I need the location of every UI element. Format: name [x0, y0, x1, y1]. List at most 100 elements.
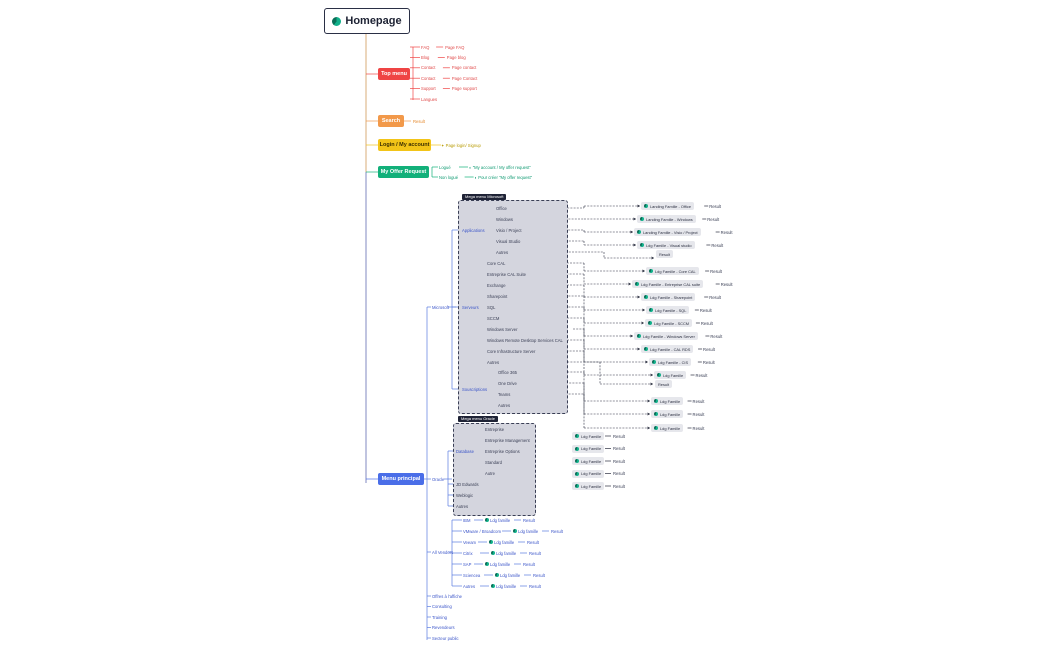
- ms-application-item[interactable]: Office: [496, 205, 507, 211]
- ms-result[interactable]: Result: [707, 216, 720, 222]
- vendor-family[interactable]: Ldg famille: [513, 529, 538, 534]
- top-menu-item[interactable]: Contact: [421, 65, 436, 71]
- ms-direct-result[interactable]: Result: [656, 250, 674, 258]
- vendor-item[interactable]: SAP: [463, 561, 472, 567]
- vendor-result[interactable]: Result: [527, 539, 539, 545]
- ms-result[interactable]: Result: [692, 398, 705, 404]
- vendor-result[interactable]: Result: [533, 572, 545, 578]
- ms-serveur-item[interactable]: Autres: [487, 359, 500, 365]
- menu-oracle[interactable]: Oracle: [432, 476, 445, 482]
- oracle-family-chip[interactable]: Ldg Famille: [572, 482, 605, 490]
- ms-souscription-item[interactable]: Office 365: [498, 369, 518, 375]
- oracle-result[interactable]: Result: [613, 483, 625, 489]
- ms-serveur-item[interactable]: Sharepoint: [487, 293, 508, 299]
- vendor-result[interactable]: Result: [529, 583, 541, 589]
- ms-result[interactable]: Result: [692, 425, 705, 431]
- homepage-node[interactable]: Homepage: [324, 8, 410, 34]
- ms-result[interactable]: Result: [703, 346, 715, 352]
- login-node[interactable]: Login / My account: [378, 139, 431, 151]
- ms-result[interactable]: Result: [709, 203, 722, 209]
- ms-family-chip[interactable]: Ldg Famille - CAL RDS: [641, 345, 694, 353]
- offer-request-node[interactable]: My Offer Request: [378, 166, 429, 178]
- ms-family-chip[interactable]: Ldg Famille - SCCM: [645, 319, 693, 327]
- group-applications[interactable]: Applications: [462, 227, 485, 233]
- ms-result[interactable]: Result: [702, 359, 715, 365]
- vendor-result[interactable]: Result: [529, 550, 541, 556]
- oracle-family-chip[interactable]: Ldg Famille: [572, 457, 605, 465]
- vendor-item[interactable]: Sciencea: [463, 572, 481, 578]
- top-menu-item[interactable]: Contact: [421, 75, 436, 81]
- vendor-family[interactable]: Ldg famille: [485, 518, 510, 523]
- ms-family-chip[interactable]: Ldg Famille - Sharepoint: [641, 293, 696, 301]
- oracle-database-item[interactable]: Autre: [485, 470, 496, 476]
- menu-tail-item[interactable]: Offres à l'affiche: [432, 593, 462, 599]
- ms-serveur-item[interactable]: SQL: [487, 304, 496, 310]
- vendor-family[interactable]: Ldg famille: [489, 540, 514, 545]
- menu-tail-item[interactable]: Secteur public: [432, 635, 459, 641]
- vendor-family[interactable]: Ldg famille: [495, 573, 520, 578]
- ms-application-item[interactable]: Windows: [496, 216, 513, 222]
- ms-family-chip[interactable]: Landing Famille - Office: [641, 202, 695, 210]
- vendor-item[interactable]: VMware / Broadcom: [463, 528, 501, 534]
- ms-direct-result[interactable]: Result: [655, 380, 673, 388]
- ms-serveur-item[interactable]: Core Infrastructure Server: [487, 348, 536, 354]
- vendor-item[interactable]: Autres: [463, 583, 476, 589]
- ms-serveur-item[interactable]: Windows Server: [487, 326, 518, 332]
- login-result[interactable]: ✦ Page login/ Signup: [441, 142, 481, 148]
- top-menu-result[interactable]: Page support: [451, 86, 477, 92]
- offer-item[interactable]: Non logué: [439, 174, 459, 180]
- vendor-family[interactable]: Ldg famille: [491, 584, 516, 589]
- ms-result[interactable]: Result: [720, 281, 733, 287]
- ms-family-chip[interactable]: Ldg Famille - Core CAL: [646, 267, 699, 275]
- ms-application-item[interactable]: Autres: [496, 249, 509, 255]
- offer-result[interactable]: ◐ Pour créer "My offer request": [474, 174, 533, 180]
- ms-result[interactable]: Result: [711, 242, 724, 248]
- vendor-result[interactable]: Result: [523, 517, 535, 523]
- menu-tail-item[interactable]: Revendeurs: [432, 625, 455, 630]
- ms-result[interactable]: Result: [699, 307, 712, 313]
- ms-serveur-item[interactable]: Exchange: [487, 282, 506, 288]
- ms-family-chip[interactable]: Ldg Famille: [651, 397, 684, 405]
- offer-result[interactable]: ◐ "My account / My offer request": [469, 164, 531, 170]
- vendor-item[interactable]: Veeam: [463, 539, 477, 545]
- menu-tail-item[interactable]: Consulting: [432, 604, 452, 609]
- ms-family-chip[interactable]: Ldg Famille - SQL: [646, 306, 690, 314]
- ms-application-item[interactable]: Visual Studio: [496, 238, 521, 244]
- ms-family-chip[interactable]: Ldg Famille: [651, 424, 684, 432]
- oracle-database-item[interactable]: Entreprise: [485, 426, 505, 432]
- ms-family-chip[interactable]: Ldg Famille: [651, 410, 684, 418]
- ms-family-chip[interactable]: Ldg Famille: [654, 371, 687, 379]
- ms-family-chip[interactable]: Landing Famille - Visio / Project: [634, 228, 701, 236]
- top-menu-item[interactable]: Blog: [421, 54, 430, 60]
- vendor-result[interactable]: Result: [523, 561, 535, 567]
- top-menu-result[interactable]: Page Contact: [451, 75, 478, 81]
- ms-family-chip[interactable]: Ldg Famille - Windows Server: [634, 332, 698, 340]
- ms-result[interactable]: Result: [700, 320, 713, 326]
- menu-all-vendors[interactable]: All Vendors: [432, 549, 454, 555]
- group-souscriptions[interactable]: Souscriptions: [462, 386, 488, 392]
- top-menu-item[interactable]: Support: [421, 86, 436, 92]
- oracle-result[interactable]: Result: [613, 446, 625, 451]
- ms-result[interactable]: Result: [709, 294, 722, 300]
- ms-serveur-item[interactable]: Windows Remote Desktop Services CAL: [487, 337, 563, 343]
- ms-serveur-item[interactable]: Entreprise CAL Suite: [487, 271, 526, 277]
- vendor-family[interactable]: Ldg famille: [491, 551, 516, 556]
- oracle-other-item[interactable]: Weblogic: [456, 492, 474, 498]
- vendor-family[interactable]: Ldg famille: [485, 562, 510, 567]
- ms-family-chip[interactable]: Ldg Famille - Visual studio: [637, 241, 695, 249]
- ms-serveur-item[interactable]: Core CAL: [487, 260, 506, 266]
- ms-serveur-item[interactable]: SCCM: [487, 315, 500, 321]
- oracle-other-item[interactable]: JD Edwards: [456, 481, 479, 487]
- ms-family-chip[interactable]: Ldg Famille - CIS: [649, 358, 692, 366]
- oracle-family-chip[interactable]: Ldg Famille: [572, 469, 605, 478]
- ms-result[interactable]: Result: [692, 411, 705, 417]
- oracle-database-item[interactable]: Entreprise Options: [485, 448, 520, 454]
- top-menu-item[interactable]: Langues: [421, 96, 438, 102]
- oracle-family-chip[interactable]: Ldg Famille: [572, 432, 605, 440]
- oracle-result[interactable]: Result: [613, 471, 625, 476]
- group-serveurs[interactable]: Serveurs: [462, 304, 479, 310]
- top-menu-node[interactable]: Top menu: [378, 68, 410, 80]
- menu-microsoft[interactable]: Microsoft: [432, 304, 449, 310]
- top-menu-item[interactable]: FAQ: [421, 44, 430, 50]
- vendor-result[interactable]: Result: [551, 528, 563, 534]
